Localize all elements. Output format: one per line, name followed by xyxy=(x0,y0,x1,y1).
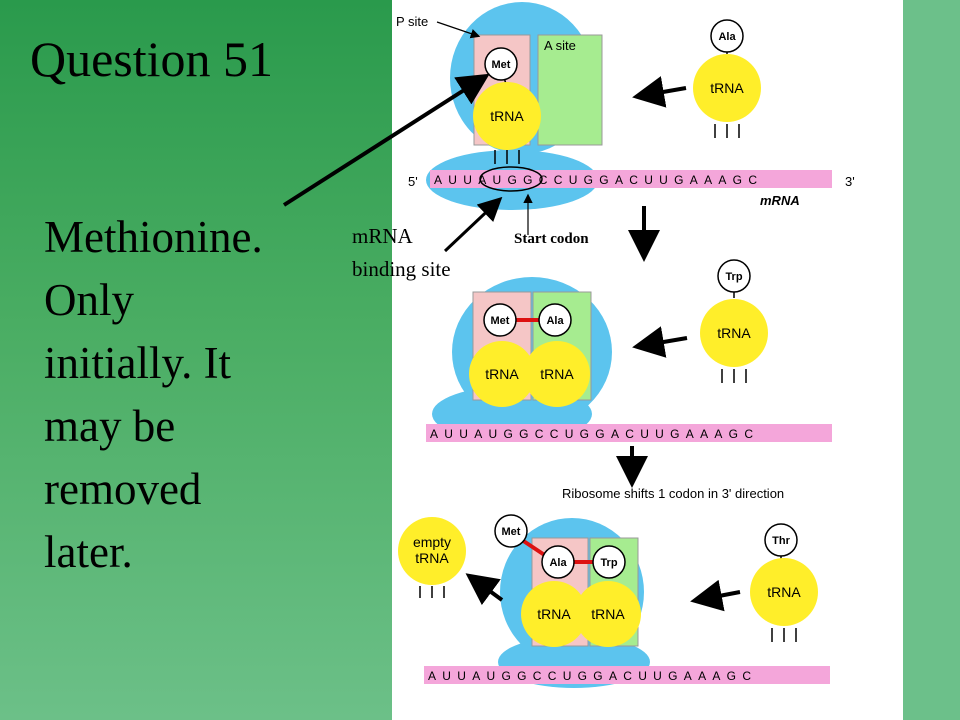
ala-label: Ala xyxy=(549,557,567,569)
trna-met xyxy=(473,82,541,150)
answer-line: later. xyxy=(44,527,133,577)
trna-ala xyxy=(524,341,590,407)
trna-label: tRNA xyxy=(485,366,519,382)
met-amino-acid xyxy=(484,47,518,81)
answer-line: Only xyxy=(44,275,134,325)
answer-text: Methionine. Only initially. It may be re… xyxy=(44,206,263,584)
empty-trna-label-line2: tRNA xyxy=(415,550,449,566)
trna-label: tRNA xyxy=(537,606,571,622)
trna-trp-incoming xyxy=(700,299,768,367)
five-prime-label: 5' xyxy=(408,174,418,189)
trna-met xyxy=(469,341,535,407)
shift-note: Ribosome shifts 1 codon in 3' direction xyxy=(562,486,784,501)
trna-label: tRNA xyxy=(490,108,524,124)
mrna-strand xyxy=(426,424,832,442)
stage-2: Met Ala tRNA tRNA Trp tRNA AUUAUGGCCUGGA… xyxy=(426,259,832,501)
empty-trna xyxy=(398,517,466,585)
trna-ala xyxy=(521,581,587,647)
anticodon-legs xyxy=(714,124,740,138)
trna-ala-incoming xyxy=(693,54,761,122)
binding-site-arrow xyxy=(443,196,503,253)
incoming-arrow xyxy=(632,76,687,108)
incoming-arrow xyxy=(690,579,741,612)
met-label: Met xyxy=(502,526,521,538)
right-green-stripe xyxy=(903,0,960,720)
thr-label: Thr xyxy=(772,535,790,547)
mrna-sequence: AUUAUGGCCUGGACUUGAAAGC xyxy=(434,173,763,187)
a-site-label: A site xyxy=(544,38,576,53)
trp-amino-acid xyxy=(592,545,626,579)
ala-label: Ala xyxy=(718,31,736,43)
ala-amino-acid xyxy=(541,545,575,579)
answer-line: removed xyxy=(44,464,202,514)
mrna-strand xyxy=(424,666,830,684)
trna-thr-incoming xyxy=(750,558,818,626)
thr-amino-acid xyxy=(764,523,798,557)
trp-amino-acid xyxy=(717,259,751,293)
stage-3: Met Ala Trp tRNA tRNA empty tRNA Thr tRN… xyxy=(398,514,830,688)
trna-label: tRNA xyxy=(767,584,801,600)
stage-1: A site P site Met tRNA Ala tRNA 5' AUUAU… xyxy=(282,2,855,281)
p-site-label: P site xyxy=(396,14,428,29)
met-label: Met xyxy=(491,315,510,327)
trp-label: Trp xyxy=(725,271,742,283)
ala-label: Ala xyxy=(546,315,564,327)
three-prime-label: 3' xyxy=(845,174,855,189)
anticodon-legs xyxy=(721,369,747,383)
mrna-strand xyxy=(430,170,832,188)
empty-trna-label-line1: empty xyxy=(413,534,451,550)
mrna-sequence: AUUAUGGCCUGGACUUGAAAGC xyxy=(428,669,757,683)
met-label: Met xyxy=(492,59,511,71)
incoming-arrow xyxy=(632,326,688,358)
trp-label: Trp xyxy=(600,557,617,569)
question-title: Question 51 xyxy=(30,31,274,87)
mrna-binding-label-line1: mRNA xyxy=(352,224,414,248)
anticodon-legs xyxy=(419,586,445,598)
trna-label: tRNA xyxy=(540,366,574,382)
answer-line: initially. It xyxy=(44,338,232,388)
methionine-arrow xyxy=(282,73,490,207)
mrna-binding-label-line2: binding site xyxy=(352,257,451,281)
mrna-tag: mRNA xyxy=(760,193,800,208)
start-codon-circle xyxy=(479,166,543,192)
exit-arrow xyxy=(465,573,504,606)
a-site-box xyxy=(537,34,603,146)
trna-label: tRNA xyxy=(710,80,744,96)
peptide-bond-met-ala xyxy=(520,538,548,558)
met-amino-acid xyxy=(483,303,517,337)
trna-label: tRNA xyxy=(717,325,751,341)
start-codon-label: Start codon xyxy=(514,231,589,247)
anticodon-legs xyxy=(771,628,797,642)
answer-line: Methionine. xyxy=(44,212,263,262)
met-amino-acid xyxy=(494,514,528,548)
ala-amino-acid xyxy=(710,19,744,53)
p-site-pointer xyxy=(436,21,481,39)
mrna-sequence: AUUAUGGCCUGGACUUGAAAGC xyxy=(430,427,759,441)
trna-label: tRNA xyxy=(591,606,625,622)
trna-trp xyxy=(575,581,641,647)
ala-amino-acid xyxy=(538,303,572,337)
answer-line: may be xyxy=(44,401,176,451)
anticodon-legs xyxy=(494,150,520,164)
